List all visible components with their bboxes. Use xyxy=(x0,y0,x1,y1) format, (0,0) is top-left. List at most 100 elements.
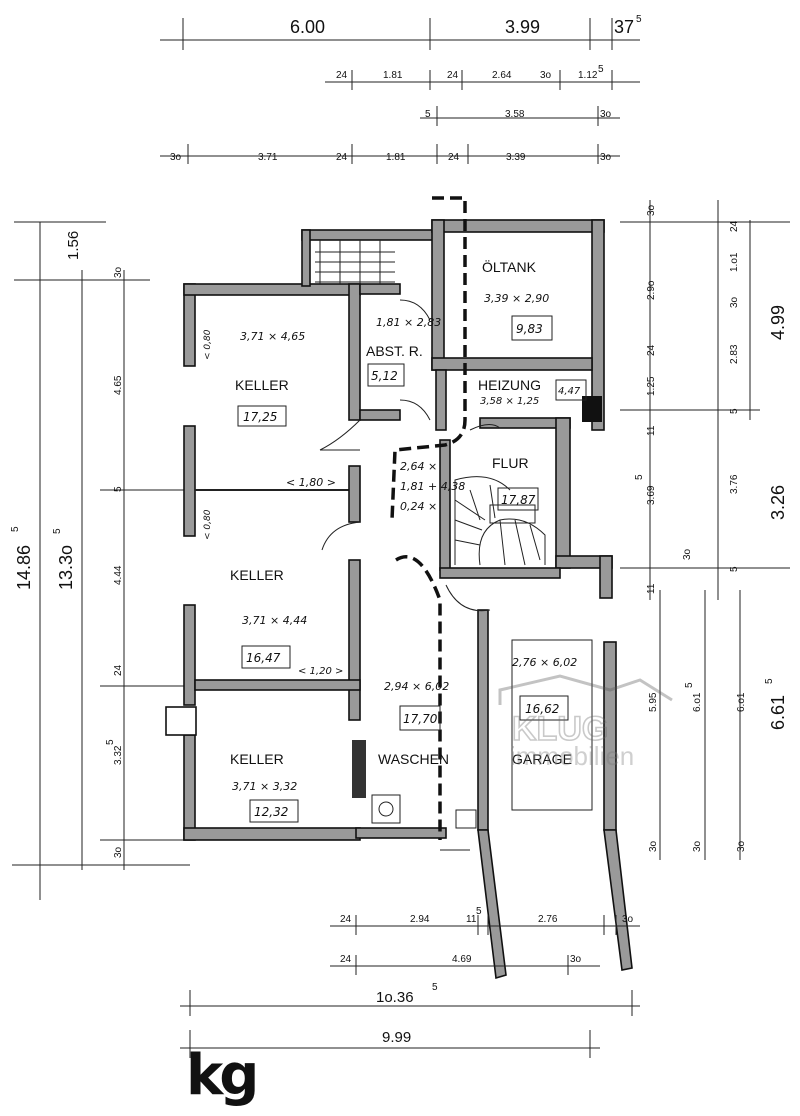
dim-left-col-0: 3o xyxy=(113,266,124,278)
dim-right-bottom-2: 3o xyxy=(736,840,747,852)
top-dimensions: 6.00 3.99 37 5 24 1.81 24 2.64 3o 1.12 5… xyxy=(160,14,642,164)
dim-right-garage-1: 5.95 xyxy=(648,692,659,712)
dim-bottom-row2-2: 3o xyxy=(570,954,582,965)
dim-left-3-sup: 5 xyxy=(52,528,63,534)
room-keller-2-area: 16,47 xyxy=(246,651,281,665)
room-abst: 1,81 × 2,83 ABST. R. 5,12 xyxy=(366,316,441,387)
dim-right-garage-3: 6.o1 xyxy=(736,692,747,712)
room-heizung-area: 4,47 xyxy=(558,386,581,397)
dim-row1-5: 1.12 xyxy=(578,70,598,81)
left-dimensions: 1.56 14.86 5 13.3o 5 3o 4.65 5 4.44 24 3… xyxy=(10,221,190,900)
dim-right-a-5: 3.69 xyxy=(646,485,657,505)
dim-right-b-1: 1.o1 xyxy=(729,252,740,272)
room-heizung: HEIZUNG 3,58 × 1,25 4,47 xyxy=(478,377,587,407)
room-waschen-area: 17,70 xyxy=(403,712,438,726)
dim-left-1: 1.56 xyxy=(65,231,82,260)
room-garage-size: 2,76 × 6,02 xyxy=(512,656,577,669)
dim-row3-0: 3o xyxy=(170,152,182,163)
watermark: KLUG immobilien xyxy=(498,674,673,771)
dim-right-garage-sup: 5 xyxy=(684,682,695,688)
stairs xyxy=(315,240,546,566)
dim-row3-2: 24 xyxy=(336,152,348,163)
dim-right-bottom-0: 3o xyxy=(648,840,659,852)
dim-right-a-2: 24 xyxy=(646,344,657,356)
annotations: < 1,80 > < 1,20 > < 0,80 < 0,80 xyxy=(203,329,343,677)
room-garage: 2,76 × 6,02 16,62 GARAGE xyxy=(511,639,593,811)
dim-bottom-row1-4: 3o xyxy=(622,914,634,925)
room-flur-size-2: 1,81 + 4,38 xyxy=(400,480,465,493)
dim-right-a-0: 3o xyxy=(646,204,657,216)
room-waschen: 2,94 × 6,02 17,70 WASCHEN xyxy=(378,680,449,767)
dim-right-total-2: 3.26 xyxy=(768,485,788,520)
dim-right-total-1: 4.99 xyxy=(768,305,788,340)
dim-top-total-2: 3.99 xyxy=(505,17,540,37)
dim-right-b-6: 5 xyxy=(729,566,740,572)
room-waschen-name: WASCHEN xyxy=(378,751,449,767)
dim-right-b-2: 3o xyxy=(729,296,740,308)
dim-bottom-row2-1: 4.69 xyxy=(452,954,472,965)
room-flur-size-3: 0,24 × xyxy=(400,500,437,513)
dim-row1-4: 3o xyxy=(540,70,552,81)
room-abst-area: 5,12 xyxy=(371,369,398,383)
dim-row3-1: 3.71 xyxy=(258,152,278,163)
dim-left-2: 14.86 xyxy=(14,545,34,590)
room-flur-name: FLUR xyxy=(492,455,529,471)
dim-right-b-5: 3.76 xyxy=(729,474,740,494)
dim-row1-6: 5 xyxy=(598,64,604,75)
room-keller-1-size: 3,71 × 4,65 xyxy=(240,330,305,343)
dim-left-3: 13.3o xyxy=(56,545,76,590)
dim-right-a-1: 2.9o xyxy=(646,280,657,300)
room-abst-size: 1,81 × 2,83 xyxy=(376,316,441,329)
dim-right-total-3-sup: 5 xyxy=(764,678,775,684)
dim-right-a-4: 11 xyxy=(646,425,657,436)
room-keller-1-area: 17,25 xyxy=(243,410,277,424)
dim-left-col-3: 4.44 xyxy=(113,565,124,585)
room-heizung-size: 3,58 × 1,25 xyxy=(480,396,539,407)
dim-left-col-1: 4.65 xyxy=(113,375,124,395)
dim-top-total-3: 37 xyxy=(614,17,634,37)
dim-left-col-2: 5 xyxy=(113,486,124,492)
dim-row3-5: 3.39 xyxy=(506,152,526,163)
annotation-1: < 1,80 > xyxy=(286,476,336,489)
dim-right-a-6: 11 xyxy=(646,583,657,594)
dim-row2-2: 3o xyxy=(600,109,612,120)
dim-bottom-row1-1: 2.94 xyxy=(410,914,430,925)
dim-right-a-3: 1.25 xyxy=(646,376,657,396)
room-keller-2-name: KELLER xyxy=(230,567,284,583)
room-flur-area: 17,87 xyxy=(501,493,536,507)
dim-bottom-row1-3: 2.76 xyxy=(538,914,558,925)
dim-row2-0: 5 xyxy=(425,109,431,120)
annotation-4: < 0,80 xyxy=(203,509,213,540)
dim-left-col-6: 3o xyxy=(113,846,124,858)
annotation-3: < 0,80 xyxy=(203,329,213,360)
dim-right-bottom-1: 3o xyxy=(692,840,703,852)
dim-bottom-row1-2: 11 xyxy=(466,914,477,925)
room-keller-1: 3,71 × 4,65 KELLER 17,25 xyxy=(235,330,305,427)
watermark-brand: KLUG xyxy=(512,710,608,748)
dim-bottom-total-1-sup: 5 xyxy=(432,982,438,993)
bottom-dimensions: 24 2.94 11 5 2.76 3o 24 4.69 3o 1o.36 5 … xyxy=(180,906,640,1058)
dim-row3-6: 3o xyxy=(600,152,612,163)
room-keller-2-size: 3,71 × 4,44 xyxy=(242,614,307,627)
dashed-lines xyxy=(390,196,467,840)
walls xyxy=(165,219,633,980)
room-keller-2: KELLER 3,71 × 4,44 16,47 xyxy=(230,567,307,669)
dim-top-total-3-sup: 5 xyxy=(636,14,642,25)
dim-left-col-4: 24 xyxy=(113,664,124,676)
dim-right-total-3: 6.61 xyxy=(768,695,788,730)
dim-bottom-total-2: 9.99 xyxy=(382,1029,411,1046)
room-keller-3-name: KELLER xyxy=(230,751,284,767)
dim-right-a-sup: 5 xyxy=(634,474,645,480)
dim-right-garage-2: 6.o1 xyxy=(692,692,703,712)
logo-kg: kg xyxy=(186,1043,255,1108)
dim-bottom-total-1: 1o.36 xyxy=(376,989,414,1006)
dim-right-mid: 3o xyxy=(682,548,693,560)
dim-top-total-1: 6.00 xyxy=(290,17,325,37)
dim-row1-0: 24 xyxy=(336,70,348,81)
annotation-2: < 1,20 > xyxy=(298,666,343,677)
room-flur-size-1: 2,64 × xyxy=(400,460,437,473)
dim-left-col-sup: 5 xyxy=(105,739,116,745)
room-keller-3-size: 3,71 × 3,32 xyxy=(232,780,297,793)
dim-row1-1: 1.81 xyxy=(383,70,403,81)
